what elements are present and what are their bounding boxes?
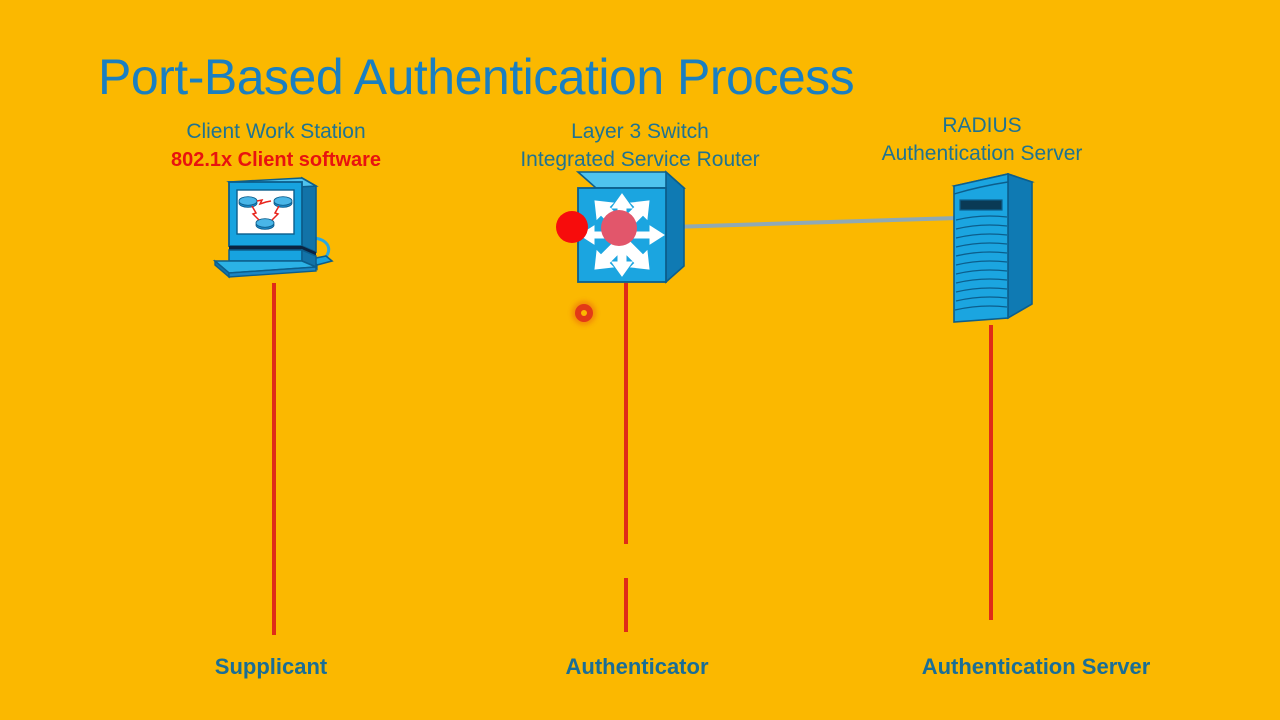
switch-label-line1: Layer 3 Switch — [571, 120, 709, 143]
switch-node-label: Layer 3 Switch Integrated Service Router — [490, 118, 790, 174]
switch-status-marker-dot — [575, 304, 593, 322]
authenticator-timeline-lower — [624, 578, 628, 632]
supplicant-timeline — [272, 283, 276, 635]
client-label-software: 802.1x Client software — [170, 149, 382, 171]
authenticator-timeline-upper — [624, 283, 628, 544]
switch-to-server-link — [672, 216, 958, 229]
radius-node-label: RADIUS Authentication Server — [832, 112, 1132, 168]
laptop-icon — [212, 176, 334, 279]
role-label-authentication-server: Authentication Server — [921, 654, 1151, 679]
server-icon — [951, 172, 1035, 323]
role-label-supplicant: Supplicant — [214, 654, 328, 679]
page-title: Port-Based Authentication Process — [98, 49, 855, 105]
radius-label-line1: RADIUS — [942, 114, 1022, 137]
switch-core-dot — [601, 210, 637, 246]
radius-label-line2: Authentication Server — [881, 142, 1083, 165]
role-label-authenticator: Authenticator — [565, 654, 709, 679]
authentication-server-timeline — [989, 325, 993, 620]
client-label-line1: Client Work Station — [186, 120, 366, 143]
client-node-label: Client Work Station 802.1x Client softwa… — [126, 118, 426, 174]
switch-label-line2: Integrated Service Router — [520, 148, 760, 171]
port-status-dot — [556, 211, 588, 243]
